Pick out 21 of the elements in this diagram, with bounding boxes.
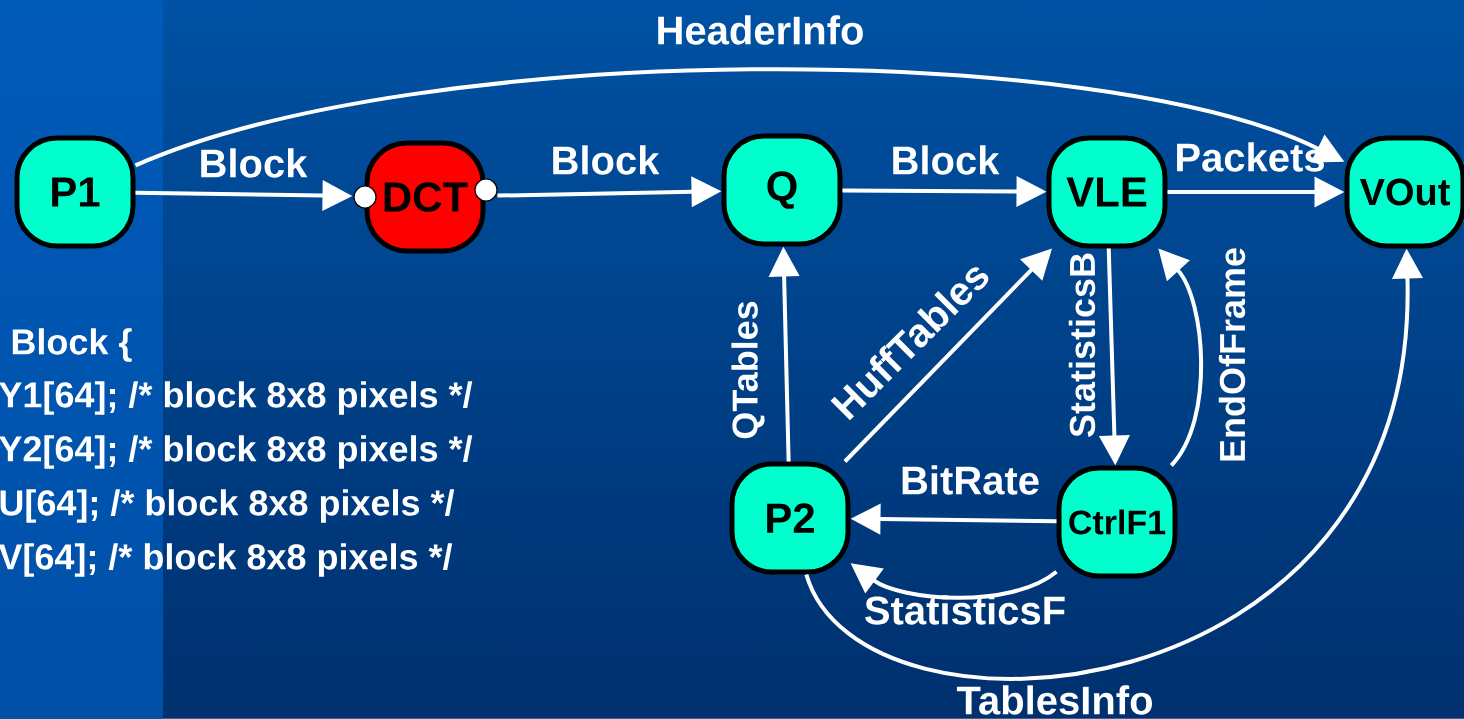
process-node: P2: [729, 461, 851, 575]
process-node: DCT: [364, 140, 486, 254]
edge-label: EndOfFrame: [1218, 248, 1246, 461]
edge-label: Block: [893, 145, 1000, 175]
process-node: CtrlF1: [1056, 465, 1178, 579]
edge-label: TablesInfo: [956, 685, 1152, 715]
edge-label: Block: [201, 148, 308, 178]
edge-label: Block: [553, 145, 660, 175]
process-node: VLE: [1046, 135, 1168, 249]
process-node: Q: [721, 133, 843, 247]
edge-label: HeaderInfo: [658, 15, 863, 45]
code-line: Y1[64]; /* block 8x8 pixels */: [0, 381, 473, 415]
edge-label: StatisticsB: [1068, 253, 1096, 437]
edge-label: QTables: [731, 301, 765, 439]
process-node: P1: [14, 135, 136, 249]
code-line: Block {: [12, 328, 132, 362]
code-line: U[64]; /* block 8x8 pixels */: [0, 489, 455, 523]
edge-label: BitRate: [902, 465, 1039, 495]
code-line: Y2[64]; /* block 8x8 pixels */: [0, 435, 473, 469]
edge-label: StatisticsF: [865, 595, 1065, 625]
process-node: VOut: [1344, 135, 1464, 249]
